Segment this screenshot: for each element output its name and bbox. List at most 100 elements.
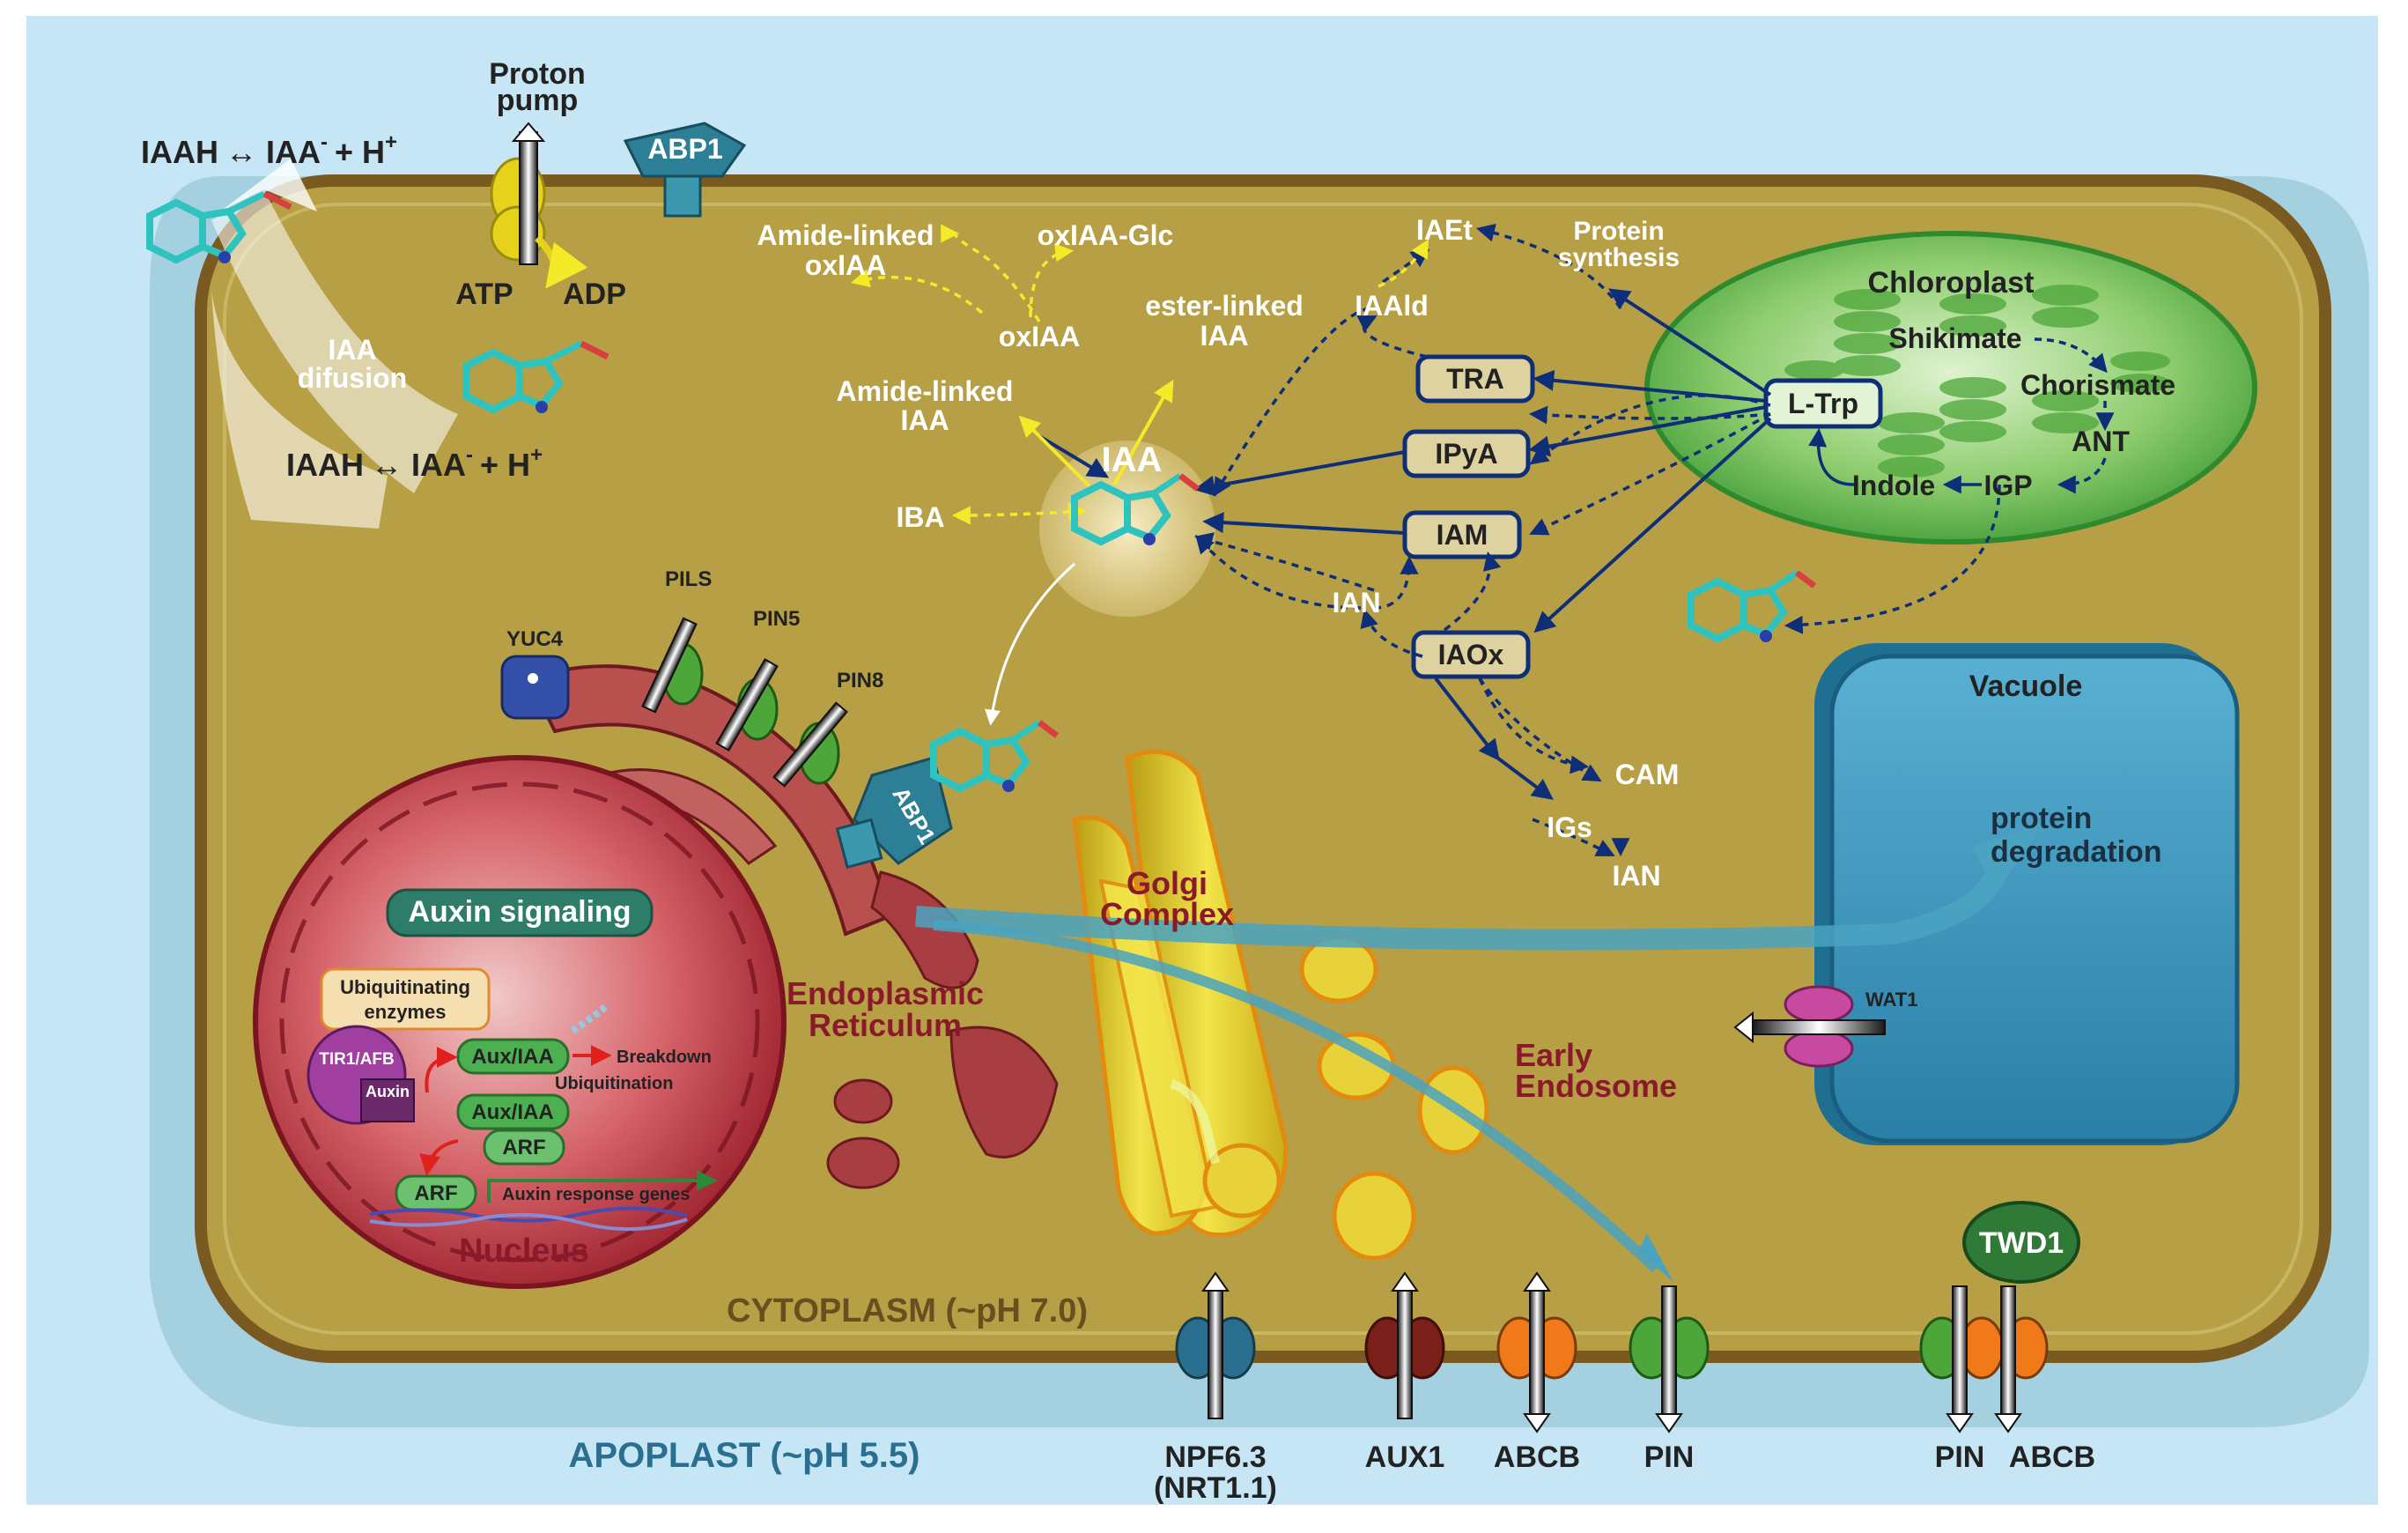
wat1-transporter [1733,985,1886,1068]
tra-label: TRA [1446,363,1504,395]
pin-transporter [1629,1285,1710,1433]
proton-pump-label-1: Proton [489,57,586,91]
pin-traffic-arrowhead [1638,1233,1673,1282]
er-label-2: Reticulum [809,1007,962,1043]
iam-label: IAM [1437,519,1488,551]
abp1-top-label: ABP1 [647,133,722,165]
chloroplast-arrows [2034,337,2115,494]
apoplast-label: APOPLAST (~pH 5.5) [569,1436,920,1475]
ant-label: ANT [2072,426,2130,457]
protein-synthesis-label-2: synthesis [1558,243,1680,272]
igs-label: IGs [1547,811,1592,843]
iaa-molecule-chloroplast [1688,570,1817,643]
abcb-right-label: ABCB [2009,1440,2095,1474]
pin-right-label: PIN [1935,1440,1985,1474]
protein-degradation-label-2: degradation [1991,835,2162,869]
solid-pathway-arrows [1038,288,1772,800]
diffusion-arrow [211,189,458,493]
auxin-label: Auxin [366,1083,410,1100]
twd1-label: TWD1 [1979,1226,2064,1260]
oxiaa-glc-label: oxIAA-Glc [1038,219,1174,251]
endosome-label-1: Early [1515,1037,1592,1073]
vacuole-title: Vacuole [1969,670,2083,703]
er-label-1: Endoplasmic [787,975,984,1011]
ipya-box: IPyA [1402,429,1531,478]
ubiquitination-label: Ubiquitination [555,1074,673,1093]
oxiaa-label: oxIAA [999,321,1080,352]
auxiaa-pill-1: Aux/IAA [456,1038,570,1075]
pils-label: PILS [665,567,712,591]
iaa-to-er-arrow [985,562,1075,726]
protein-synthesis-label-1: Protein [1573,217,1664,246]
diffusion-label-2: difusion [298,362,407,394]
ubiquitination-arrow [425,1047,458,1093]
yellow-dashed-arrows [850,224,1429,525]
pin-label: PIN [1644,1440,1695,1474]
tir1-label: TIR1/AFB [319,1050,395,1069]
iam-box: IAM [1402,510,1522,559]
auxiaa-pill-2: Aux/IAA [456,1093,570,1130]
dna-strand-1 [369,1206,688,1223]
golgi-inner-arrow [1170,1079,1220,1165]
diffusion-wedge [211,291,388,529]
diffusion-label-1: IAA [328,334,376,366]
iaa-molecule-apoplast [146,190,292,264]
wat1-label: WAT1 [1865,989,1917,1011]
iaa-molecule-cytoplasm [463,340,609,414]
ubiquitinating-enzymes-box: Ubiquitinating enzymes [320,967,491,1031]
cam-label: CAM [1615,759,1680,790]
ubiq-line1: Ubiquitinating [340,976,470,998]
diffusion-arrow-tip [220,159,317,211]
iaox-label: IAOx [1438,639,1504,670]
yuc4-label: YUC4 [506,627,564,651]
atp-label: ATP [455,278,513,311]
auxin-signaling-banner: Auxin signaling [386,888,654,937]
iaa-label: IAA [1102,441,1163,479]
iaox-box: IAOx [1411,630,1531,679]
ester-iaa-label-2: IAA [1200,320,1248,352]
er-vesicle-1 [826,1137,900,1189]
endosome-label-2: Endosome [1515,1068,1677,1104]
proton-pump-label-2: pump [497,84,579,117]
er-transporters [641,617,848,788]
yellow-pathway-arrows [1018,379,1174,491]
amide-oxiaa-label-2: oxIAA [805,249,886,281]
golgi-label-1: Golgi [1126,865,1208,901]
membrane-transporters [1175,1201,2080,1433]
iaa-molecule-er [930,720,1060,793]
er-cisterna-4 [949,1026,1059,1159]
arf2-label: ARF [414,1181,457,1205]
adp-label: ADP [563,278,626,311]
vacuole [1829,654,2240,1144]
igp-label: IGP [1983,470,2032,501]
er-cisterna-3 [870,870,979,989]
apoplast-equation: IAAH↔IAA-+ H+ [141,130,397,170]
chloroplast-solid-arrows [1808,427,1982,494]
ian-mid-label: IAN [1332,587,1380,618]
shikimate-label: Shikimate [1888,322,2021,354]
arf-release-arrow [419,1139,459,1176]
ipya-label: IPyA [1435,438,1497,470]
proton-pump [490,122,588,289]
iaald-label: IAAld [1355,290,1429,322]
amide-oxiaa-label-1: Amide-linked [757,219,934,251]
protein-degradation-label-1: protein [1991,802,2092,835]
er-vesicle-2 [833,1078,893,1124]
nucleus [253,755,787,1289]
cytoplasm-equation: IAAH↔IAA-+ H+ [286,443,543,483]
dna-strand-2 [369,1212,688,1232]
npf63-label-2: (NRT1.1) [1154,1471,1277,1505]
vacuole-traffic-arrowhead [1973,824,2043,894]
pin5-label: PIN5 [753,607,800,631]
chloroplast-title: Chloroplast [1868,266,2035,300]
dashed-pathway-arrows [1193,223,2001,857]
pin-abcb-twd1-complex [1919,1201,2080,1433]
arf-pill-1: ARF [483,1129,565,1166]
aux1-label: AUX1 [1365,1440,1445,1474]
nucleus-title: Nucleus [459,1233,589,1270]
nuclear-envelope [279,781,760,1263]
membrane-highlight [223,203,2303,1335]
endosome-vesicles [1202,935,1489,1261]
arf1-label: ARF [502,1136,545,1159]
npf63-label-1: NPF6.3 [1164,1440,1266,1474]
